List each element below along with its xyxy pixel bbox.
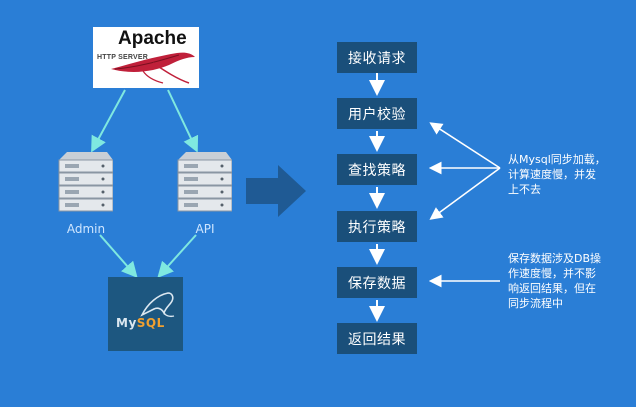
step-user-check: 用户校验 [337, 98, 417, 129]
step-find-policy: 查找策略 [337, 154, 417, 185]
connector-apache-api [167, 89, 199, 153]
connector-admin-mysql [99, 234, 138, 279]
admin-server-label: Admin [66, 222, 106, 236]
step-save-data: 保存数据 [337, 267, 417, 298]
note-save-db: 保存数据涉及DB操 作速度慢，并不影 响返回结果，但在 同步流程中 [508, 251, 601, 311]
mysql-database: MySQL [108, 277, 183, 351]
connector-apache-admin [91, 89, 126, 153]
apache-title: Apache [118, 28, 187, 49]
note-sync-load-line: 计算速度慢，并发 [508, 168, 596, 181]
api-server-icon [177, 152, 232, 212]
mysql-dolphin-icon [140, 292, 175, 318]
flow-big-arrow [246, 165, 306, 217]
note-sync-load-line: 从Mysql同步加载， [508, 153, 606, 166]
api-server-label: API [195, 222, 215, 236]
mysql-label-my: My [116, 316, 137, 330]
apache-feather-icon [111, 52, 195, 84]
note-sync-load-line: 上不去 [508, 183, 541, 196]
note-arrow-user-check [429, 122, 501, 169]
note-arrow-exec-policy [429, 167, 501, 220]
note-save-db-line: 同步流程中 [508, 297, 563, 310]
apache-subtitle: HTTP SERVER [97, 54, 148, 61]
mysql-label-sql: SQL [136, 316, 165, 330]
step-receive-request: 接收请求 [337, 42, 417, 73]
note-save-db-line: 保存数据涉及DB操 [508, 252, 602, 265]
note-sync-load: 从Mysql同步加载， 计算速度慢，并发 上不去 [508, 152, 606, 197]
step-return-result: 返回结果 [337, 323, 417, 354]
mysql-label: MySQL [116, 316, 165, 330]
admin-server-icon [58, 152, 113, 212]
connector-api-mysql [157, 234, 197, 278]
note-save-db-line: 响返回结果，但在 [508, 282, 596, 295]
step-execute-policy: 执行策略 [337, 211, 417, 242]
note-save-db-line: 作速度慢，并不影 [508, 267, 596, 280]
apache-logo: Apache HTTP SERVER [93, 27, 199, 88]
